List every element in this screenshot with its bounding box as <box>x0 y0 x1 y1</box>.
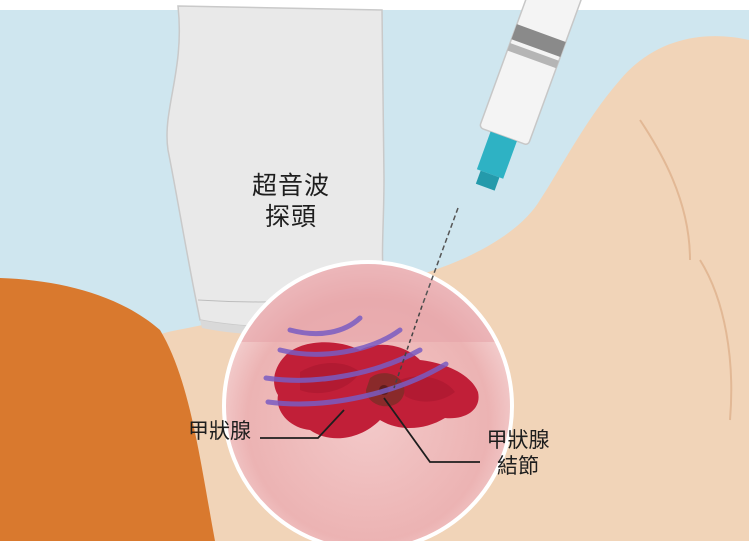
probe-label-line1: 超音波 <box>236 170 346 201</box>
top-white-strip <box>0 0 749 10</box>
thyroid-label: 甲狀腺 <box>188 418 251 444</box>
probe-label: 超音波 探頭 <box>236 170 346 232</box>
nodule-label-line2: 結節 <box>478 453 558 479</box>
probe-label-line2: 探頭 <box>236 201 346 232</box>
nodule-label-line1: 甲狀腺 <box>478 427 558 453</box>
nodule-label: 甲狀腺 結節 <box>478 427 558 479</box>
